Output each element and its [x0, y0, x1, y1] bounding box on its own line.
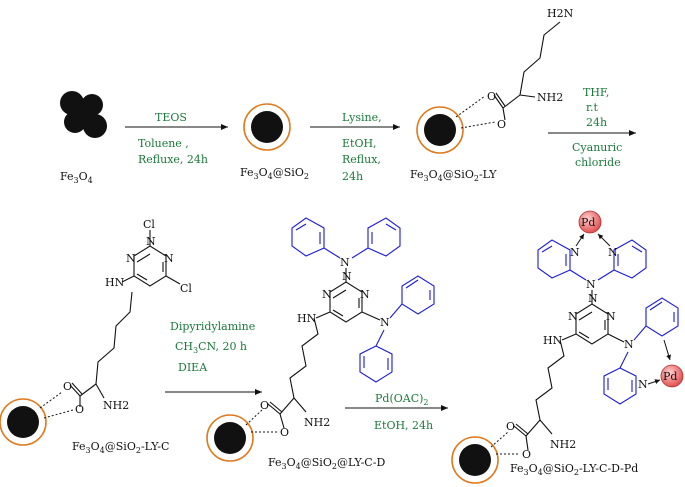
c6-alpha-amine: NH2: [550, 438, 576, 451]
step5-conditions: EtOH, 24h: [374, 419, 433, 432]
carbonyl-o: O: [487, 90, 496, 103]
step3-time: 24h: [586, 116, 607, 129]
compound-label-fe3o4-sio2-ly-c: Fe3O4@SiO2-LY-C: [72, 440, 169, 455]
step2-solvent: EtOH,: [342, 137, 377, 150]
c5-alpha-amine: NH2: [304, 416, 330, 429]
step3-reagent-line2: chloride: [575, 156, 621, 169]
c6-hn: HN: [543, 334, 563, 347]
step1-reagent: TEOS: [155, 111, 187, 124]
compound-label-fe3o4-sio2-ly-c-d-pd: Fe3O4@SiO2-LY-C-D-Pd: [510, 462, 638, 477]
c6-triazine-n2: N: [568, 310, 578, 323]
c6-amine-n-top: N: [586, 278, 596, 291]
fe3o4-sio2-ly-c-d-particle: [206, 414, 254, 462]
c4-triazine-n1: N: [146, 235, 156, 248]
step1-solvent: Toluene ,: [138, 137, 189, 150]
c6-triazine-n1: N: [588, 292, 598, 305]
ester-o: O: [497, 118, 506, 131]
terminal-amine: H2N: [547, 7, 574, 20]
triazine-lysine-structure-c: O O NH2 HN N N N Cl Cl: [39, 218, 192, 419]
c4-hn: HN: [105, 276, 125, 289]
step4-base: DIEA: [178, 361, 208, 374]
c4-carbonyl-o: O: [63, 380, 72, 393]
c5-ester-o: O: [280, 426, 289, 439]
step1-conditions: Refluxe, 24h: [138, 153, 208, 166]
c6-triazine-n3: N: [606, 310, 616, 323]
c5-triazine-n1: N: [342, 270, 352, 283]
c6-ester-o: O: [522, 448, 531, 461]
step3-temp: r.t: [586, 101, 599, 114]
c5-carbonyl-o: O: [260, 399, 269, 412]
pd-label-top: Pd: [581, 216, 595, 229]
c6-py-n1: N: [570, 246, 580, 259]
dipyridyl-triazine-structure: O O NH2 HN N N N N N: [245, 217, 435, 439]
alpha-amine: NH2: [537, 91, 563, 104]
fe3o4-sio2-ly-c-particle: [0, 398, 47, 446]
step2-time: 24h: [342, 170, 363, 183]
step5-reagent: Pd(OAC)2: [375, 392, 429, 407]
c4-cl2: Cl: [180, 282, 192, 295]
fe3o4-cluster: [60, 91, 107, 138]
compound-label-fe3o4-sio2-ly-c-d: Fe3O4@SiO2@LY-C-D: [268, 456, 385, 471]
step2-reagent: Lysine,: [342, 111, 382, 124]
c5-amine-n-top: N: [340, 256, 350, 269]
compound-label-fe3o4: Fe3O4: [60, 170, 93, 185]
c4-cl1: Cl: [143, 218, 155, 231]
c6-carbonyl-o: O: [506, 420, 515, 433]
pd-atom-right: [660, 364, 684, 388]
fe3o4-sio2-particle: [243, 103, 291, 151]
fe3o4-sio2-ly-c-d-pd-particle: [451, 436, 499, 484]
pd-label-right: Pd: [663, 370, 677, 383]
c5-amine-n-right: N: [380, 316, 390, 329]
c5-triazine-n2: N: [322, 288, 332, 301]
c4-alpha-amine: NH2: [103, 399, 129, 412]
step2-conditions: Reflux,: [342, 153, 381, 166]
c6-amine-n-right: N: [624, 338, 634, 351]
c4-triazine-n2: N: [126, 252, 136, 265]
lysine-structure-1: O O NH2 H2N: [455, 7, 574, 131]
compound-label-fe3o4-sio2-ly: Fe3O4@SiO2-LY: [410, 168, 497, 183]
step4-reagent: Dipyridylamine: [170, 320, 255, 333]
step4-solvent: CH3CN, 20 h: [175, 340, 247, 355]
pd-atom-top: [578, 210, 602, 234]
c6-py-n2: N: [608, 246, 618, 259]
c5-hn: HN: [297, 312, 317, 325]
c4-triazine-n3: N: [164, 252, 174, 265]
pd-complex-structure: O O NH2 HN N N N N N N Pd N N: [490, 210, 684, 461]
c4-ester-o: O: [75, 403, 84, 416]
c5-triazine-n3: N: [360, 288, 370, 301]
fe3o4-sio2-ly-particle: [416, 106, 464, 154]
c6-py-n3: N: [638, 378, 648, 391]
step3-solvent: THF,: [583, 86, 609, 99]
step3-reagent-line1: Cyanuric: [572, 141, 622, 154]
compound-label-fe3o4-sio2: Fe3O4@SiO2: [240, 166, 309, 181]
